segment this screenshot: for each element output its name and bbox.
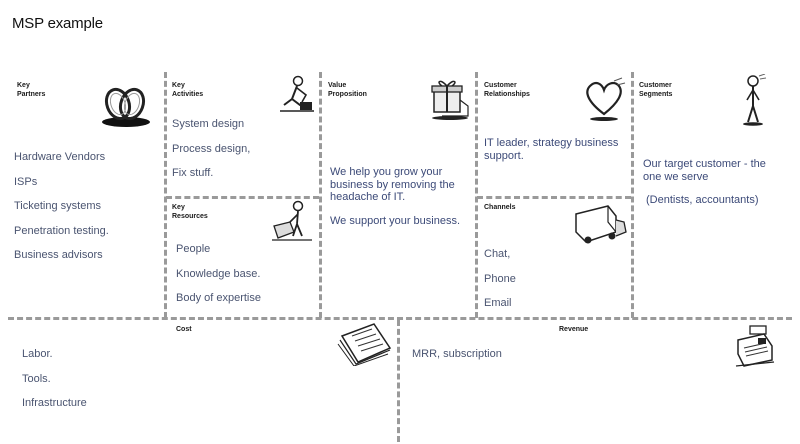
list-item: ISPs: [14, 175, 38, 188]
list-item: Chat,: [484, 248, 511, 260]
value-proposition-text: We help you grow your business by removi…: [330, 166, 460, 227]
divider-relationships-channels: [477, 196, 631, 199]
cost-title: Cost: [176, 326, 192, 333]
text-line: We support your business.: [330, 214, 461, 227]
list-item: Body of expertise: [176, 292, 261, 304]
list-item: System design: [172, 118, 245, 130]
list-item: Phone: [484, 272, 516, 285]
list-item: Ticketing systems: [14, 200, 102, 212]
customer-relationships-text: IT leader, strategy business support.: [484, 137, 618, 162]
key-resources-title: Key Resources: [172, 204, 208, 220]
worker-icon: [278, 75, 316, 115]
page-title: MSP example: [12, 15, 103, 32]
list-item: Fix stuff.: [172, 167, 214, 179]
text-line: support.: [484, 149, 524, 162]
list-item: Email: [484, 297, 512, 309]
text-line: We help you grow your: [330, 166, 443, 178]
worker-with-box-icon: [270, 200, 314, 242]
divider-canvas-bottom: [8, 317, 792, 320]
text-line: headache of IT.: [330, 191, 406, 203]
list-item: People: [176, 243, 211, 255]
text-line: one we serve: [643, 170, 709, 183]
key-partners-list: Hardware Vendors ISPs Ticketing systems …: [14, 150, 109, 262]
customer-relationships-title: Customer Relationships: [484, 82, 530, 98]
list-item: Labor.: [22, 348, 53, 360]
list-item: Infrastructure: [22, 397, 87, 409]
list-item: Business advisors: [14, 249, 103, 261]
gift-icon: [428, 76, 472, 120]
list-item: Hardware Vendors: [14, 151, 106, 163]
text-line: IT leader, strategy business: [484, 137, 619, 149]
channels-title: Channels: [484, 204, 516, 211]
list-item: MRR, subscription: [412, 348, 502, 360]
divider-value-relationships: [475, 72, 478, 318]
cost-list: Labor. Tools. Infrastructure: [22, 347, 87, 410]
divider-relationships-segments: [631, 72, 634, 318]
person-icon: [738, 74, 768, 126]
key-activities-list: System design Process design, Fix stuff.: [172, 117, 250, 180]
divider-activities-value: [319, 72, 322, 318]
list-item: Knowledge base.: [176, 267, 261, 280]
paper-stack-icon: [336, 322, 396, 366]
revenue-title: Revenue: [559, 326, 589, 333]
text-line: business by removing the: [330, 178, 455, 191]
truck-icon: [572, 202, 628, 248]
rings-icon: [100, 84, 152, 128]
list-item: Penetration testing.: [14, 224, 109, 237]
cash-register-icon: [732, 324, 776, 370]
list-item: Tools.: [22, 372, 51, 385]
channels-list: Chat, Phone Email: [484, 247, 516, 310]
heart-icon: [582, 76, 628, 122]
divider-activities-resources: [166, 196, 319, 199]
list-item: Process design,: [172, 142, 251, 155]
key-partners-title: Key Partners: [17, 82, 46, 98]
key-resources-list: People Knowledge base. Body of expertise: [176, 242, 261, 305]
divider-cost-revenue: [397, 320, 400, 442]
text-line: Our target customer - the: [643, 158, 766, 170]
customer-segments-text: Our target customer - the one we serve (…: [643, 158, 766, 207]
revenue-list: MRR, subscription: [412, 347, 502, 361]
value-proposition-title: Value Proposition: [328, 82, 367, 98]
customer-segments-title: Customer Segments: [639, 82, 673, 98]
key-activities-title: Key Activities: [172, 82, 204, 98]
divider-partners-activities: [164, 72, 167, 318]
text-line: (Dentists, accountants): [646, 194, 759, 206]
